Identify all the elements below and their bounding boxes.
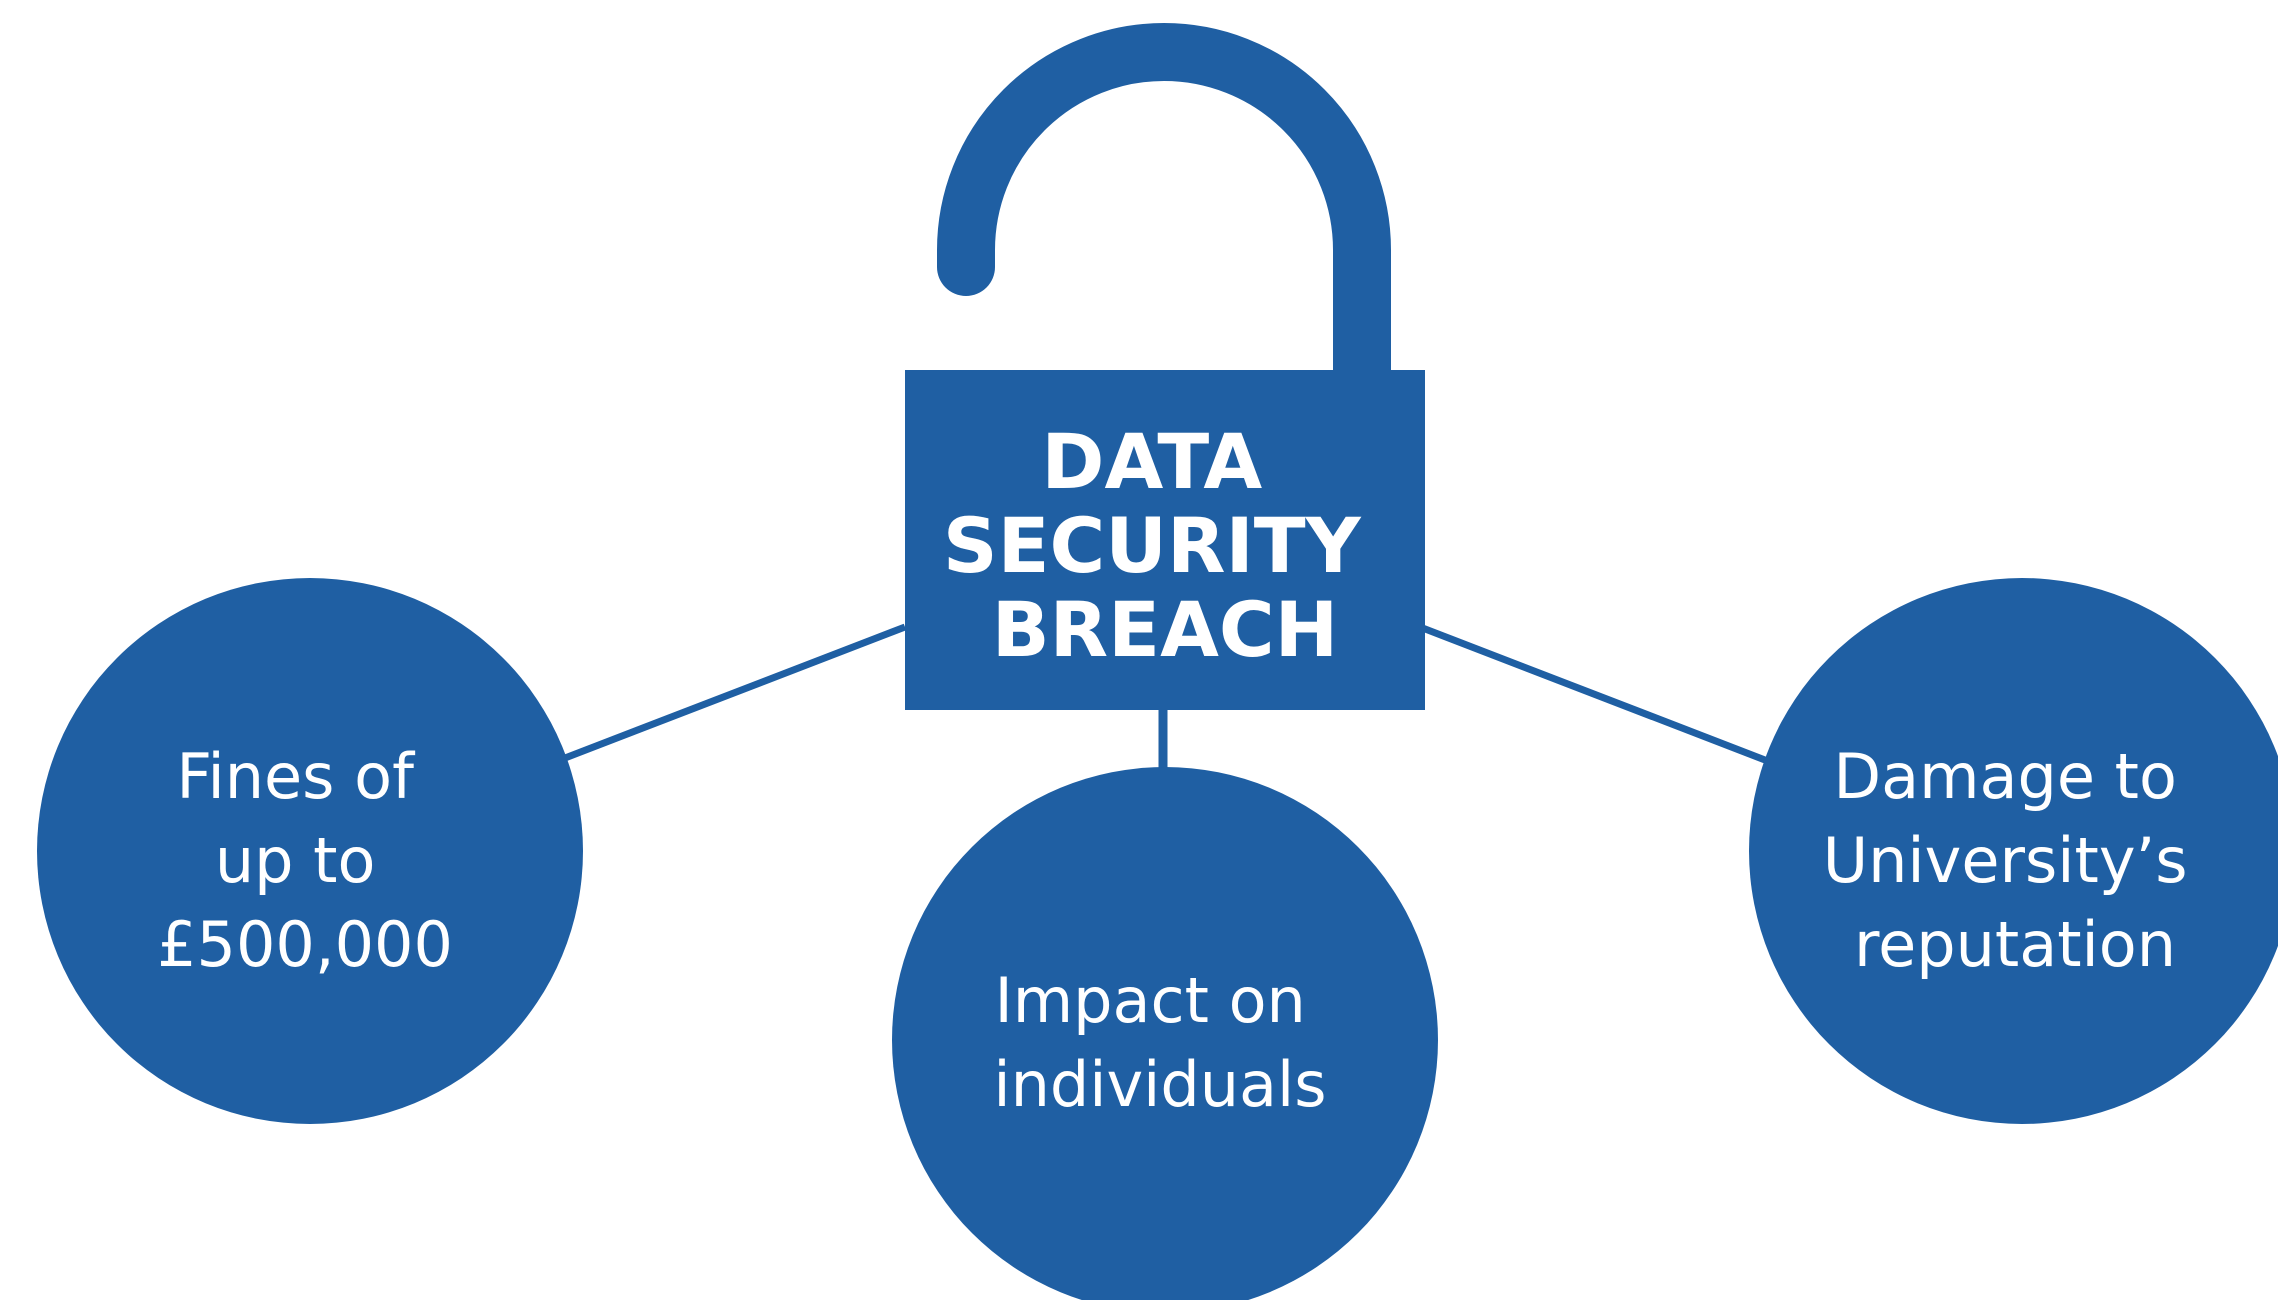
connector-right <box>1418 623 1767 764</box>
damage-line-2: University’s <box>1823 824 2188 897</box>
svg-text:Impact on individuals: Impact on individuals <box>993 964 1326 1121</box>
damage-circle <box>1749 578 2278 1124</box>
damage-line-3: reputation <box>1854 908 2176 981</box>
impact-line-1: Impact on <box>994 964 1305 1037</box>
lock-title-line-1: DATA <box>1041 417 1262 506</box>
svg-text:DATA SECURITY BREA: DATA SECURITY BREACH <box>943 417 1387 674</box>
impact-line-2: individuals <box>993 1048 1326 1121</box>
fines-line-3: £500,000 <box>157 908 453 981</box>
consequence-impact: Impact on individuals <box>892 767 1438 1300</box>
lock-title-line-2: SECURITY <box>943 501 1362 590</box>
svg-text:Damage to University’s: Damage to University’s reputation <box>1823 740 2207 981</box>
svg-text:Fines of up to £50: Fines of up to £500,000 <box>157 740 453 981</box>
fines-line-1: Fines of <box>176 740 416 813</box>
impact-circle <box>892 767 1438 1300</box>
lock-title-line-3: BREACH <box>992 585 1339 674</box>
fines-circle <box>37 578 583 1124</box>
padlock-open-icon: DATA SECURITY BREACH <box>905 23 1425 710</box>
damage-line-1: Damage to <box>1833 740 2177 813</box>
padlock-body <box>905 370 1425 710</box>
fines-line-2: up to <box>215 824 376 897</box>
consequence-damage: Damage to University’s reputation <box>1749 578 2278 1124</box>
consequence-fines: Fines of up to £500,000 <box>37 578 583 1124</box>
connector-left <box>563 623 907 762</box>
padlock-shackle <box>937 23 1391 401</box>
